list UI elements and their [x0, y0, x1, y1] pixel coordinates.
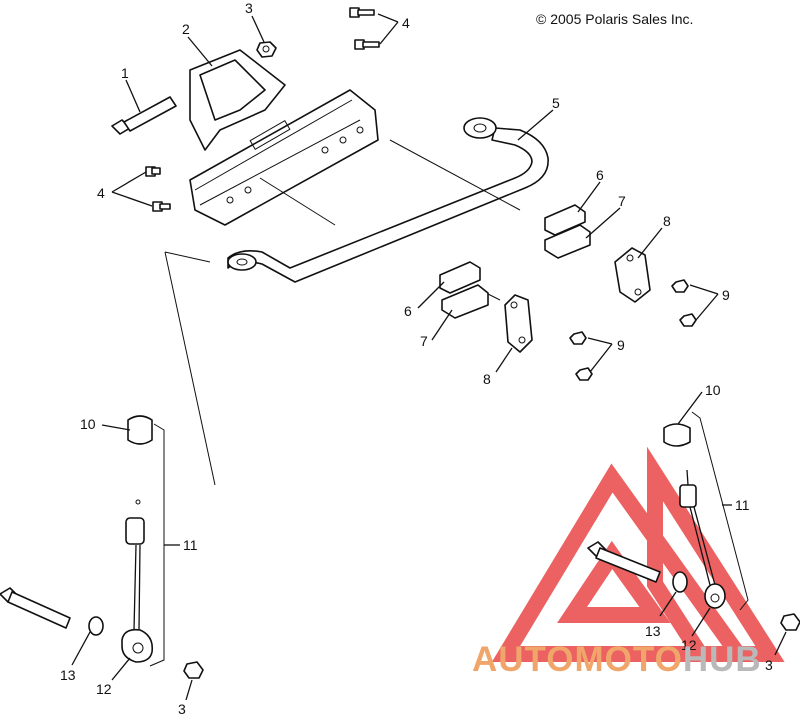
stabilizer-bar	[227, 117, 549, 283]
bolts-4-top	[349, 7, 380, 50]
callout-6: 6	[596, 167, 604, 183]
callout-8: 8	[663, 213, 671, 229]
callout-9: 9	[617, 337, 625, 353]
watermark-wordmark: AUTOMOTOHUB	[472, 640, 762, 680]
callout-3: 3	[245, 0, 253, 16]
watermark-logo-mark	[491, 446, 785, 662]
callout-10: 10	[80, 416, 96, 432]
callout-6: 6	[404, 303, 412, 319]
callout-8: 8	[483, 371, 491, 387]
watermark-word-primary: AUTOMOTO	[472, 640, 683, 679]
callout-13: 13	[60, 667, 76, 683]
callout-labels: 1 2 3 4 4 5 6 7 8 9 6 7 8 9 10 11 13 12 …	[60, 0, 773, 717]
link-assembly-left	[0, 415, 204, 679]
bolt-1	[111, 96, 177, 135]
leader-lines	[71, 13, 787, 701]
nuts-center	[569, 331, 593, 381]
callout-12: 12	[681, 637, 697, 653]
nut-top	[256, 41, 277, 58]
callout-4: 4	[97, 185, 105, 201]
callout-3: 3	[765, 657, 773, 673]
callout-13: 13	[645, 623, 661, 639]
callout-11: 11	[735, 497, 750, 513]
link-assembly-right	[587, 411, 800, 631]
clamp-right	[614, 247, 651, 303]
callout-3: 3	[178, 701, 186, 717]
nuts-right	[671, 279, 697, 327]
callout-4: 4	[402, 15, 410, 31]
watermark-word-secondary: HUB	[682, 640, 762, 679]
copyright-notice: © 2005 Polaris Sales Inc.	[536, 11, 694, 27]
bushing-set-center	[439, 261, 489, 319]
callout-2: 2	[182, 21, 190, 37]
callout-7: 7	[420, 333, 428, 349]
callout-10: 10	[705, 382, 721, 398]
callout-12: 12	[96, 681, 112, 697]
alignment-guides	[164, 139, 521, 486]
callout-7: 7	[618, 193, 626, 209]
callout-9: 9	[722, 287, 730, 303]
callout-5: 5	[552, 95, 560, 111]
clamp-center	[504, 294, 533, 353]
bolts-4-left	[145, 166, 171, 212]
callout-11: 11	[183, 537, 198, 553]
frame-bracket	[189, 49, 379, 226]
callout-1: 1	[121, 65, 129, 81]
bushing-set-right	[544, 204, 591, 259]
